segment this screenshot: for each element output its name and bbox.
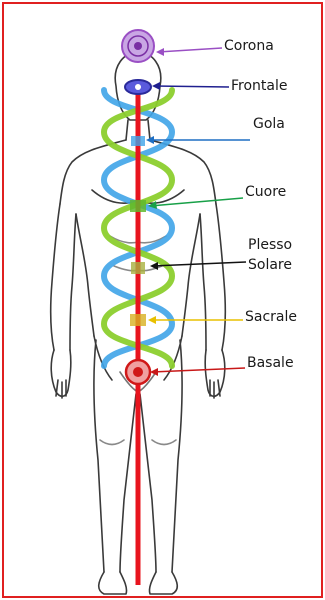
label-cuore: Cuore — [245, 184, 286, 201]
label-sacrale: Sacrale — [245, 309, 297, 326]
solar-plexus-chakra-icon — [131, 262, 145, 274]
label-corona: Corona — [224, 38, 274, 55]
label-solare: Solare — [248, 257, 292, 274]
label-basale: Basale — [247, 355, 294, 372]
throat-chakra-icon — [131, 136, 145, 146]
sacral-chakra-icon — [130, 314, 146, 326]
third-eye-chakra-icon — [125, 80, 151, 94]
heart-chakra-icon — [130, 200, 146, 212]
arrow-frontale — [154, 86, 229, 87]
label-plesso: Plesso — [248, 237, 292, 254]
arrow-basale — [152, 368, 245, 372]
root-chakra-icon — [126, 360, 150, 384]
label-gola: Gola — [253, 116, 285, 133]
crown-chakra-icon — [122, 30, 154, 62]
label-frontale: Frontale — [231, 78, 288, 95]
arrow-corona — [158, 48, 222, 52]
